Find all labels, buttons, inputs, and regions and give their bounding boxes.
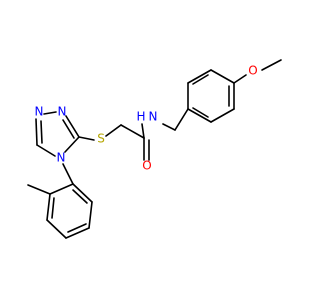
bond-triazole-c3-n2-double	[62, 119, 75, 139]
bond-triazole-n4-c3	[64, 136, 80, 153]
bond-oxygen-aryl	[233, 74, 247, 84]
amide-nitrogen-label: N	[149, 110, 158, 124]
bond-ch2-sulfur	[105, 124, 122, 137]
ether-oxygen-label: O	[248, 64, 257, 78]
bond-tolyl-methyl	[27, 184, 51, 195]
bond-methyl-oxygen	[261, 59, 282, 71]
structure-canvas: O N H O S N N N	[27, 59, 282, 239]
carbonyl-oxygen-label: O	[142, 159, 151, 173]
bond-tolyl-c4-c5	[65, 227, 90, 239]
bond-anisole-inner-3	[192, 74, 209, 85]
molecule-drawing: O N H O S N N N	[27, 59, 282, 239]
thioether-sulfur-label: S	[97, 132, 105, 146]
bond-ring-ch2	[174, 108, 189, 131]
bond-triazole-tolyl	[62, 163, 74, 185]
triazole-n2-label: N	[58, 105, 67, 119]
atom-labels: O N H O S N N N	[35, 64, 258, 173]
bond-anisole-inner-2	[192, 107, 209, 118]
bond-anisole-c6-c1	[210, 69, 235, 84]
bond-triazole-c3-n2	[65, 115, 80, 138]
bond-tolyl-c1-c2	[49, 183, 74, 195]
bond-tolyl-c3-c4	[46, 219, 67, 239]
bond-tolyl-inner-1	[51, 197, 55, 219]
bond-anisole-c5-c6	[187, 69, 212, 84]
bonds	[27, 59, 282, 239]
bond-triazole-c5-n4	[36, 144, 56, 157]
bond-triazole-n2-n1	[43, 111, 57, 115]
bond-sulfur-triazole	[78, 136, 95, 141]
bond-triazole-n1-c5	[35, 118, 38, 146]
bond-tolyl-inner-2	[67, 223, 87, 233]
bond-tolyl-inner-3	[72, 189, 88, 204]
bond-ch2-nitrogen	[162, 123, 176, 131]
amide-hydrogen-label: H	[136, 110, 145, 124]
bond-tolyl-c6-c1	[72, 183, 93, 203]
bond-tolyl-c2-c3	[46, 193, 51, 221]
bond-anisole-c2-c3	[210, 108, 235, 123]
triazole-n1-label: N	[35, 105, 44, 119]
bond-anisole-c3-c4	[187, 108, 212, 123]
bond-tolyl-c5-c6	[88, 201, 93, 229]
bond-carbonyl-ch2	[120, 124, 145, 139]
triazole-n4-label: N	[57, 151, 66, 165]
bond-nitrogen-carbonyl	[141, 123, 145, 139]
bond-triazole-n1-c5-double	[40, 120, 43, 144]
